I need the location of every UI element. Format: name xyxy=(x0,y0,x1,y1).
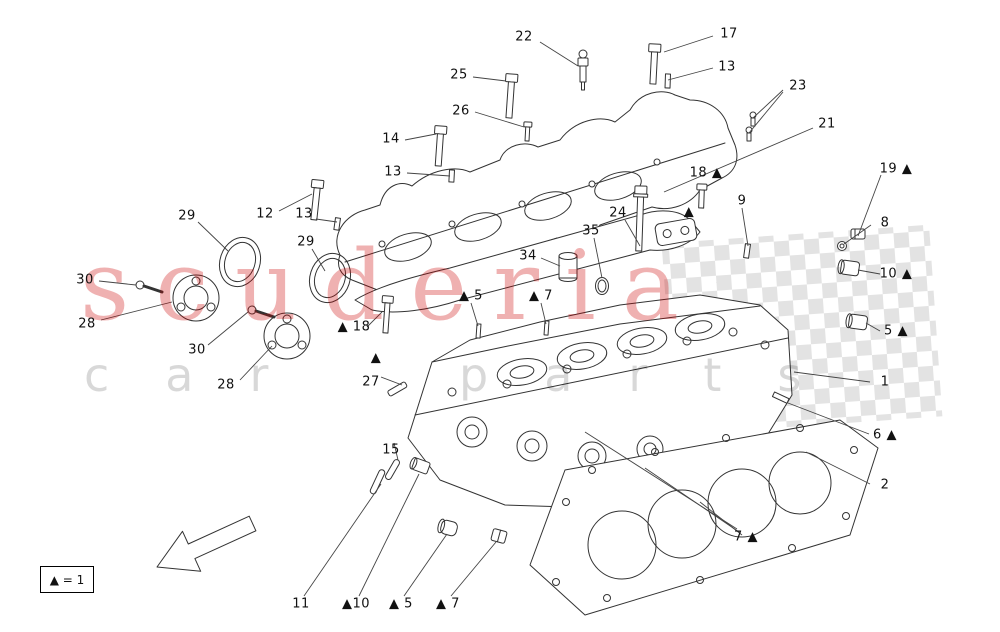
plug xyxy=(490,528,508,544)
fastener xyxy=(745,126,753,142)
dowel-pin xyxy=(385,459,400,480)
callout-28: 28 xyxy=(78,316,96,332)
callout-9: 9 xyxy=(737,193,747,209)
callout-10-bottom: ▲10 xyxy=(341,596,371,612)
direction-arrow xyxy=(156,515,257,572)
seal-ring xyxy=(218,236,352,304)
callout-7-top: ▲ 7 xyxy=(529,288,553,304)
stud xyxy=(475,323,482,339)
callout-24: 24 xyxy=(609,205,627,221)
callout-21: 21 xyxy=(818,116,836,132)
callout-19: 19 ▲ xyxy=(879,161,913,177)
callout-26: 26 xyxy=(452,103,470,119)
stud xyxy=(664,73,671,89)
callout-15: 15 xyxy=(382,442,400,458)
long-bolt xyxy=(633,185,649,252)
callout-11: 11 xyxy=(292,596,310,612)
callout-17: 17 xyxy=(720,26,738,42)
bolt xyxy=(310,178,325,221)
stud xyxy=(333,217,341,231)
callout-5-top: ▲ 5 xyxy=(459,288,483,304)
o-ring xyxy=(595,277,609,295)
callout-13: 13 xyxy=(718,59,736,75)
bolt xyxy=(381,295,394,334)
callout-27: 27 xyxy=(362,374,380,390)
stud xyxy=(543,320,550,336)
dowel-pin xyxy=(387,381,408,397)
callout-23: 23 xyxy=(789,78,807,94)
callout-13-2: 13 xyxy=(384,164,402,180)
callout-5-bottom: ▲ 5 xyxy=(389,596,413,612)
flanged-disc xyxy=(172,274,311,360)
cap xyxy=(437,518,458,537)
cam-cap-bracket xyxy=(654,217,698,247)
callout-14: 14 xyxy=(382,131,400,147)
callout-28-2: 28 xyxy=(217,377,235,393)
spacer-cylinder xyxy=(558,252,578,282)
callout-7-bottom: ▲ 7 xyxy=(436,596,460,612)
cap xyxy=(837,259,860,277)
callout-1: 1 xyxy=(880,374,890,390)
small-screw xyxy=(135,280,276,319)
cap xyxy=(409,457,431,475)
callout-5-right: 5 ▲ xyxy=(884,323,908,339)
spark-sensor xyxy=(577,49,589,91)
cap xyxy=(845,313,868,331)
callout-6: 6 ▲ xyxy=(873,427,897,443)
fastener xyxy=(749,111,757,127)
callout-25: 25 xyxy=(450,67,468,83)
bolt xyxy=(648,43,662,85)
callout-30-2: 30 xyxy=(188,342,206,358)
callout-triangle-1: ▲ xyxy=(683,204,695,220)
callout-30: 30 xyxy=(76,272,94,288)
callout-2: 2 xyxy=(880,477,890,493)
stud xyxy=(771,391,790,404)
callout-13-3: 13 xyxy=(295,206,313,222)
callout-29: 29 xyxy=(178,208,196,224)
engine-drawing xyxy=(135,43,879,616)
callout-12: 12 xyxy=(256,206,274,222)
dowel-pin xyxy=(369,469,386,495)
small-bolt xyxy=(523,121,533,142)
callout-29-2: 29 xyxy=(297,234,315,250)
callout-7-right: 7 ▲ xyxy=(734,529,758,545)
callout-10-right: 10 ▲ xyxy=(879,266,913,282)
callout-34: 34 xyxy=(519,248,537,264)
stud xyxy=(696,183,708,209)
callout-triangle-2: ▲ xyxy=(370,350,382,366)
bolt xyxy=(434,125,448,167)
callout-8: 8 xyxy=(880,215,890,231)
callout-18-2: ▲ 18 xyxy=(337,319,371,335)
leader-lines xyxy=(98,35,882,597)
bolt xyxy=(505,73,519,119)
callout-35: 35 xyxy=(582,223,600,239)
head-gasket xyxy=(529,419,879,616)
legend-box: ▲ = 1 xyxy=(40,566,94,593)
legend-label: ▲ = 1 xyxy=(49,572,85,587)
callout-22: 22 xyxy=(515,29,533,45)
callout-18: 18 ▲ xyxy=(689,165,723,181)
